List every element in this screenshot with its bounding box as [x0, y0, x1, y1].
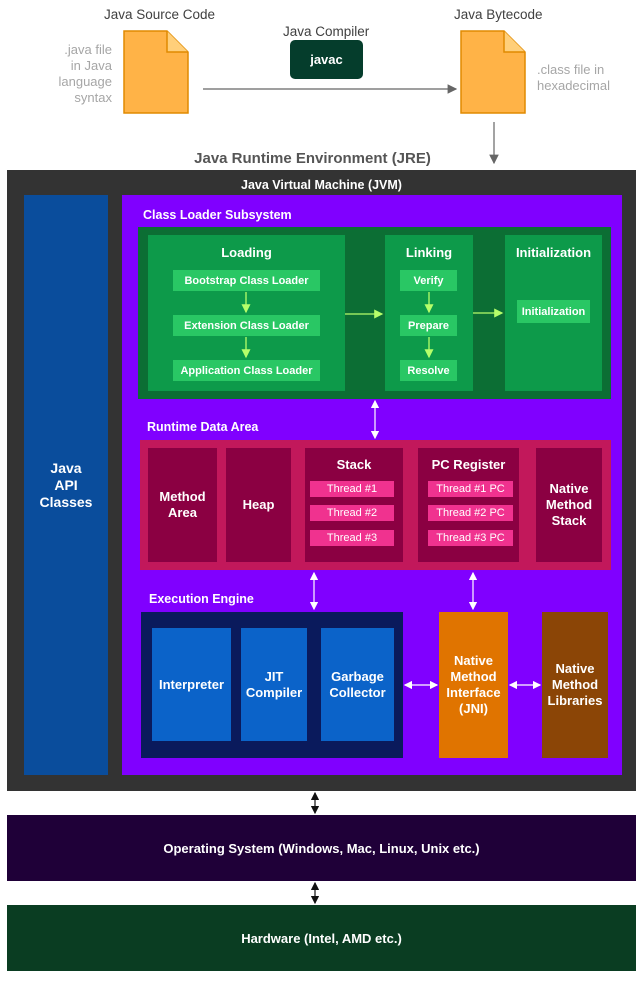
- method-area: Method Area: [148, 448, 217, 562]
- native-method-stack: Native Method Stack: [536, 448, 602, 562]
- stack-thread-1: Thread #1: [310, 481, 394, 497]
- pc-thread-2: Thread #2 PC: [428, 505, 513, 521]
- jre-title: Java Runtime Environment (JRE): [194, 150, 431, 167]
- javac-button[interactable]: javac: [290, 40, 363, 79]
- pc-register-title: PC Register: [431, 457, 506, 472]
- linking-title: Linking: [405, 245, 453, 260]
- prepare-step: Prepare: [400, 315, 457, 336]
- native-method-interface: Native Method Interface (JNI): [439, 612, 508, 758]
- hardware: Hardware (Intel, AMD etc.): [7, 905, 636, 971]
- heap: Heap: [226, 448, 291, 562]
- bytecode-file-icon: [460, 30, 526, 114]
- jit-compiler: JIT Compiler: [241, 628, 307, 741]
- execution-title: Execution Engine: [149, 592, 254, 606]
- interpreter: Interpreter: [152, 628, 231, 741]
- resolve-step: Resolve: [400, 360, 457, 381]
- pc-thread-3: Thread #3 PC: [428, 530, 513, 546]
- native-method-libraries: Native Method Libraries: [542, 612, 608, 758]
- jvm-title: Java Virtual Machine (JVM): [241, 178, 402, 192]
- loading-title: Loading: [221, 245, 272, 260]
- stack-thread-2: Thread #2: [310, 505, 394, 521]
- pc-thread-1: Thread #1 PC: [428, 481, 513, 497]
- operating-system: Operating System (Windows, Mac, Linux, U…: [7, 815, 636, 881]
- source-note: .java file in Java language syntax: [58, 42, 113, 105]
- compiler-title: Java Compiler: [283, 24, 370, 39]
- application-class-loader: Application Class Loader: [173, 360, 320, 381]
- bytecode-note: .class file in hexadecimal: [537, 62, 610, 93]
- class-loader-title: Class Loader Subsystem: [143, 208, 292, 222]
- verify-step: Verify: [400, 270, 457, 291]
- source-code-title: Java Source Code: [104, 7, 216, 22]
- stack-thread-3: Thread #3: [310, 530, 394, 546]
- bytecode-title: Java Bytecode: [454, 7, 543, 22]
- runtime-title: Runtime Data Area: [147, 420, 259, 434]
- source-file-icon: [123, 30, 189, 114]
- initialization-title: Initialization: [515, 245, 592, 260]
- garbage-collector: Garbage Collector: [321, 628, 394, 741]
- stack-title: Stack: [336, 457, 372, 472]
- initialization-step: Initialization: [517, 300, 590, 323]
- top-arrows: [203, 84, 499, 165]
- java-api-classes: Java API Classes: [24, 195, 108, 775]
- extension-class-loader: Extension Class Loader: [173, 315, 320, 336]
- bootstrap-class-loader: Bootstrap Class Loader: [173, 270, 320, 291]
